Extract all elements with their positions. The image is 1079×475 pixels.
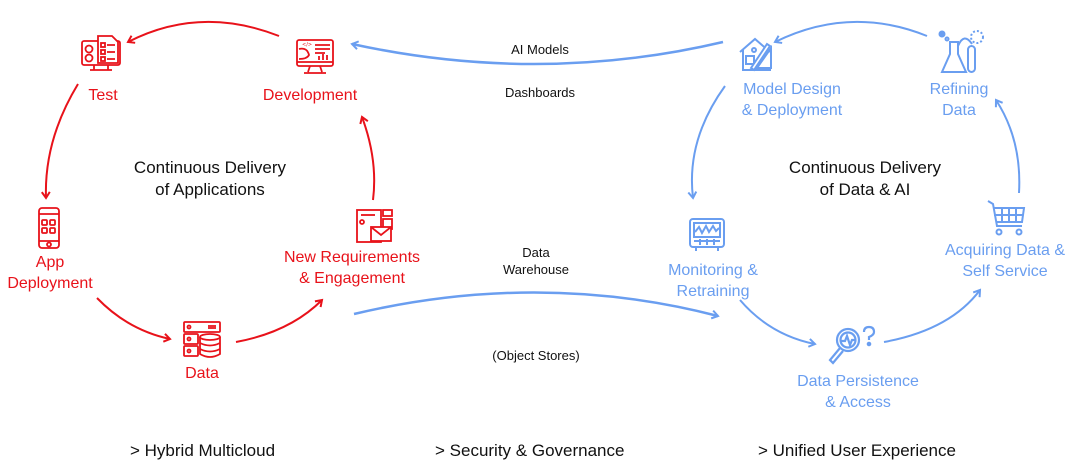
development-monitor-icon: </> (296, 39, 334, 74)
node-app-deployment-label-line1: App (35, 254, 65, 271)
arrow-data-persistence-to-acquiring (883, 288, 982, 343)
monitor-waveform-icon (689, 218, 725, 251)
node-app-deployment-label-line2: Deployment (7, 275, 93, 292)
bridge-dashboards-label: Dashboards (504, 85, 576, 100)
arrow-data-warehouse-to-monitoring (353, 291, 720, 320)
data-cycle-title-line1: Continuous Delivery (788, 158, 942, 177)
document-envelope-icon (356, 209, 393, 243)
node-acquiring-data-label-line1: Acquiring Data & (944, 242, 1066, 259)
node-refining-data-label-line2: Data (942, 102, 976, 119)
node-data-persistence-label-line2: & Access (825, 394, 891, 411)
database-server-icon (183, 321, 221, 358)
bridge-object-stores-label: (Object Stores) (492, 348, 580, 363)
bridge-data-warehouse-label-line2: Warehouse (503, 262, 569, 277)
arrow-app-deployment-to-data (96, 297, 172, 343)
arrow-model-design-to-monitoring (687, 85, 726, 200)
node-acquiring-data-label-line2: Self Service (962, 263, 1048, 280)
node-model-design-label-line1: Model Design (743, 81, 841, 98)
svg-text:</>: </> (302, 42, 312, 48)
arrow-new-requirements-to-development (359, 115, 376, 201)
arrow-test-to-app-deployment (40, 83, 79, 200)
arrow-data-to-new-requirements (235, 298, 324, 343)
node-monitoring-label-line1: Monitoring & (668, 262, 758, 279)
node-new-requirements-label-line1: New Requirements (283, 249, 421, 266)
node-new-requirements-label-line2: & Engagement (299, 270, 405, 287)
magnifier-question-icon (828, 325, 876, 365)
node-model-design-label-line2: & Deployment (741, 102, 843, 119)
arrow-development-to-test (126, 20, 280, 44)
arrow-monitoring-to-data-persistence (739, 299, 817, 348)
node-refining-data-label-line1: Refining (929, 81, 989, 98)
bridge-ai-models-label: AI Models (511, 42, 569, 57)
node-data-persistence-label-line1: Data Persistence (797, 373, 919, 390)
node-data-label: Data (185, 365, 219, 382)
lab-flask-icon (938, 30, 984, 73)
house-blueprint-icon (739, 37, 772, 72)
test-checklist-monitor-icon (81, 35, 121, 71)
shopping-cart-icon (987, 200, 1026, 236)
footer-item-unified-user-experience: > Unified User Experience (758, 441, 956, 460)
arrow-refining-to-model-design (773, 20, 928, 44)
bridge-data-warehouse-label-line1: Data (522, 245, 550, 260)
data-cycle-title-line2: of Data & AI (819, 180, 911, 199)
footer-item-hybrid-multicloud: > Hybrid Multicloud (130, 441, 276, 460)
arrow-acquiring-to-refining (994, 98, 1021, 194)
app-cycle-title-line2: of Applications (155, 180, 265, 199)
node-monitoring-label-line2: Retraining (676, 283, 750, 300)
node-development-label: Development (262, 87, 358, 104)
arrow-ai-models-to-development (350, 40, 724, 66)
smartphone-icon (38, 207, 60, 249)
app-cycle-title-line1: Continuous Delivery (133, 158, 287, 177)
node-test-label: Test (88, 87, 118, 104)
footer-item-security-governance: > Security & Governance (435, 441, 625, 460)
